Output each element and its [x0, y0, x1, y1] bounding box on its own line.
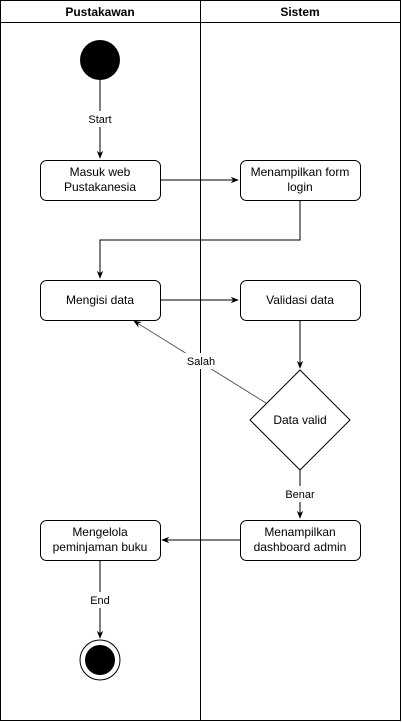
node-menampilkan-form: Menampilkan form login: [240, 160, 361, 201]
node-menampilkan-form-line1: Menampilkan form: [251, 165, 350, 179]
lane-title-sistem: Sistem: [280, 5, 319, 19]
node-mengelola-box: [40, 520, 161, 561]
node-masuk-web-box: [40, 160, 161, 201]
node-mengisi-data: Mengisi data: [40, 280, 161, 321]
edge-label-benar: Benar: [285, 489, 315, 501]
node-masuk-web: Masuk web Pustakanesia: [40, 160, 161, 201]
node-validasi-data: Validasi data: [240, 280, 361, 321]
lane-title-pustakawan: Pustakawan: [65, 5, 134, 19]
end-node: [79, 639, 121, 681]
label-bg-start: [86, 111, 114, 127]
node-menampilkan-dashboard: Menampilkan dashboard admin: [240, 520, 361, 561]
node-masuk-web-line1: Masuk web: [70, 165, 131, 179]
node-data-valid-decision: Data valid: [249, 369, 351, 471]
node-mengisi-data-line1: Mengisi data: [66, 293, 134, 307]
node-masuk-web-line2: Pustakanesia: [64, 180, 136, 194]
node-validasi-data-line1: Validasi data: [266, 293, 334, 307]
edge-form-to-mengisi: [96, 200, 301, 279]
edge-label-salah: Salah: [187, 356, 215, 368]
node-validasi-data-box: [240, 280, 361, 321]
start-node: [80, 40, 120, 80]
label-bg-salah: [184, 353, 218, 369]
node-menampilkan-dashboard-line2: dashboard admin: [254, 540, 347, 554]
node-menampilkan-dashboard-line1: Menampilkan: [264, 525, 335, 539]
decision-label: Data valid: [273, 413, 326, 427]
node-menampilkan-dashboard-box: [240, 520, 361, 561]
node-mengisi-data-box: [40, 280, 161, 321]
edge-label-start: Start: [88, 114, 111, 126]
edge-label-end: End: [90, 595, 110, 607]
edge-labels: Start Salah Benar End: [86, 111, 317, 608]
node-menampilkan-form-line2: login: [287, 180, 312, 194]
label-bg-end: [88, 592, 112, 608]
decision-diamond: [249, 369, 351, 471]
label-bg-benar: [283, 486, 317, 502]
node-mengelola-line2: peminjaman buku: [53, 540, 148, 554]
node-menampilkan-form-box: [240, 160, 361, 201]
edges: [96, 80, 304, 639]
end-node-core: [85, 645, 115, 675]
node-mengelola-line1: Mengelola: [72, 525, 128, 539]
node-mengelola: Mengelola peminjaman buku: [40, 520, 161, 561]
